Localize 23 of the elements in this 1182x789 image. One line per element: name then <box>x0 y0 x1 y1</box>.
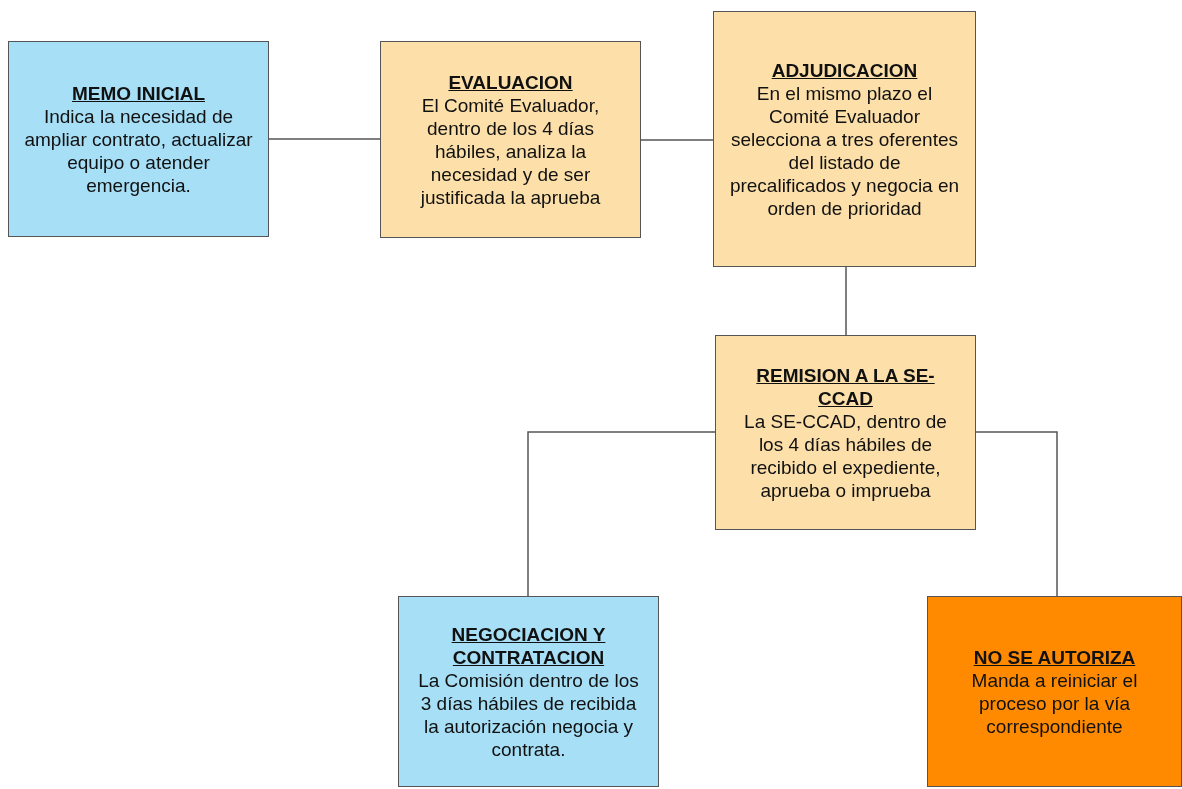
process-box <box>398 596 659 787</box>
box-heading: EVALUACION <box>448 70 573 94</box>
box-heading: ADJUDICACION <box>771 58 918 82</box>
box-heading: NO SE AUTORIZA <box>973 645 1136 669</box>
process-box <box>715 335 976 530</box>
process-box <box>713 11 976 267</box>
box-description: La SE-CCAD, dentro de los 4 días hábiles de recibido el expediente, aprueba o imprueba <box>743 409 948 502</box>
box-description: En el mismo plazo el Comité Evaluador selecciona a tres oferentes del listado de precalificados y negocia en orden de prioridad <box>728 81 961 220</box>
connector-line <box>845 266 847 336</box>
connector-line <box>975 431 1058 597</box>
process-box <box>8 41 269 237</box>
process-box <box>380 41 641 238</box>
box-heading: NEGOCIACION Y CONTRATACION <box>450 622 607 669</box>
box-description: Indica la necesidad de ampliar contrato, actualizar equipo o atender emergencia. <box>23 104 254 197</box>
box-description: La Comisión dentro de los 3 días hábiles de recibida la autorización negocia y contrata. <box>417 668 640 761</box>
box-heading: MEMO INICIAL <box>72 81 205 105</box>
connector-line <box>268 138 381 140</box>
process-box <box>927 596 1182 787</box>
box-heading: REMISION A LA SE-CCAD <box>755 363 936 410</box>
connector-line <box>640 139 714 141</box>
box-description: Manda a reiniciar el proceso por la vía correspondiente <box>970 668 1139 738</box>
connector-line <box>527 431 716 597</box>
box-description: El Comité Evaluador, dentro de los 4 días hábiles, analiza la necesidad y de ser justificada la aprueba <box>419 93 602 209</box>
